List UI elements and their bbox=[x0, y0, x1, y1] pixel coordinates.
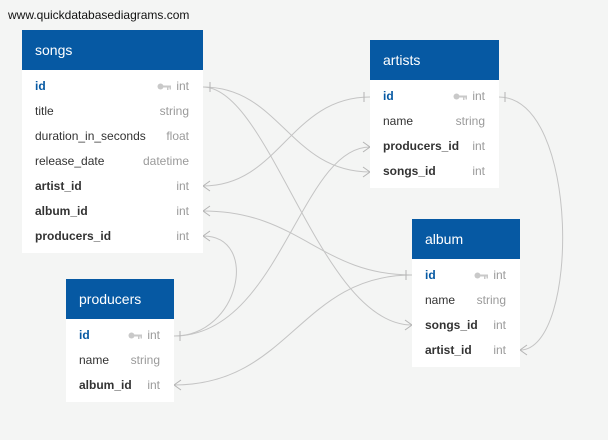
link-producers-album-to-album-id bbox=[173, 274, 413, 386]
link-album-songs-to-songs-id bbox=[202, 86, 413, 326]
column-type: int bbox=[176, 179, 189, 193]
column-name: producers_id bbox=[35, 229, 112, 243]
table-songs-title[interactable]: songs bbox=[22, 30, 203, 70]
link-artists-songs-to-songs-id bbox=[202, 86, 371, 173]
link-songs-producers-to-producers-id bbox=[173, 235, 237, 337]
column-name: artist_id bbox=[425, 343, 472, 357]
column-type: string bbox=[476, 293, 506, 307]
column-row[interactable]: title string bbox=[22, 99, 203, 124]
column-type: int bbox=[472, 89, 485, 103]
column-name: album_id bbox=[35, 204, 88, 218]
column-type: string bbox=[159, 104, 189, 118]
column-type: int bbox=[493, 318, 506, 332]
key-icon bbox=[453, 93, 467, 100]
table-songs[interactable]: songs id int title string duration_in_se… bbox=[22, 30, 203, 253]
column-name: album_id bbox=[79, 378, 132, 392]
column-name: name bbox=[425, 293, 456, 307]
column-row[interactable]: producers_id int bbox=[22, 224, 203, 249]
column-row[interactable]: album_id int bbox=[66, 373, 174, 398]
table-album-title[interactable]: album bbox=[412, 219, 520, 259]
column-name: songs_id bbox=[383, 164, 436, 178]
column-name: name bbox=[383, 114, 414, 128]
column-name: artist_id bbox=[35, 179, 82, 193]
column-type: int bbox=[176, 204, 189, 218]
column-row[interactable]: id int bbox=[412, 263, 520, 288]
column-row[interactable]: songs_id int bbox=[370, 159, 499, 184]
column-row[interactable]: id int bbox=[22, 74, 203, 99]
column-type: string bbox=[455, 114, 485, 128]
column-row[interactable]: duration_in_seconds float bbox=[22, 124, 203, 149]
column-type: int bbox=[493, 268, 506, 282]
column-type: int bbox=[176, 79, 189, 93]
column-type: datetime bbox=[142, 154, 189, 168]
column-row[interactable]: name string bbox=[370, 109, 499, 134]
table-artists[interactable]: artists id int name string producers_id … bbox=[370, 40, 499, 188]
column-type: int bbox=[147, 328, 160, 342]
column-row[interactable]: artist_id int bbox=[22, 174, 203, 199]
column-row[interactable]: name string bbox=[66, 348, 174, 373]
column-name: id bbox=[35, 79, 46, 93]
key-icon bbox=[128, 332, 142, 339]
column-type: int bbox=[472, 164, 485, 178]
column-row[interactable]: producers_id int bbox=[370, 134, 499, 159]
column-row[interactable]: release_date datetime bbox=[22, 149, 203, 174]
key-icon bbox=[474, 272, 488, 279]
table-producers[interactable]: producers id int name string album_id in… bbox=[66, 279, 174, 402]
marker-songs-artist-many bbox=[202, 180, 211, 192]
column-type: float bbox=[166, 129, 189, 143]
column-name: producers_id bbox=[383, 139, 460, 153]
column-row[interactable]: album_id int bbox=[22, 199, 203, 224]
column-row[interactable]: name string bbox=[412, 288, 520, 313]
column-type: int bbox=[493, 343, 506, 357]
column-row[interactable]: id int bbox=[66, 323, 174, 348]
marker-producers-album-many bbox=[173, 379, 182, 391]
column-type: string bbox=[130, 353, 160, 367]
link-artists-producers-to-producers-id bbox=[173, 146, 371, 337]
table-artists-title[interactable]: artists bbox=[370, 40, 499, 80]
column-row[interactable]: id int bbox=[370, 84, 499, 109]
column-type: int bbox=[472, 139, 485, 153]
watermark: www.quickdatabasediagrams.com bbox=[8, 8, 190, 22]
column-name: title bbox=[35, 104, 54, 118]
link-album-artist-to-artists-id bbox=[498, 96, 564, 351]
column-name: id bbox=[425, 268, 436, 282]
marker-album-artist-many bbox=[519, 344, 528, 356]
link-songs-album-to-album-id bbox=[202, 210, 413, 276]
column-name: release_date bbox=[35, 154, 105, 168]
column-name: id bbox=[383, 89, 394, 103]
marker-songs-album-many bbox=[202, 205, 211, 217]
column-name: duration_in_seconds bbox=[35, 129, 146, 143]
key-icon bbox=[157, 83, 171, 90]
column-name: name bbox=[79, 353, 110, 367]
column-row[interactable]: songs_id int bbox=[412, 313, 520, 338]
column-row[interactable]: artist_id int bbox=[412, 338, 520, 363]
link-songs-artist-to-artists-id bbox=[202, 96, 371, 187]
table-album[interactable]: album id int name string songs_id int ar… bbox=[412, 219, 520, 367]
column-name: songs_id bbox=[425, 318, 478, 332]
marker-songs-producers-many bbox=[202, 230, 211, 242]
table-producers-title[interactable]: producers bbox=[66, 279, 174, 319]
column-name: id bbox=[79, 328, 90, 342]
column-type: int bbox=[147, 378, 160, 392]
column-type: int bbox=[176, 229, 189, 243]
